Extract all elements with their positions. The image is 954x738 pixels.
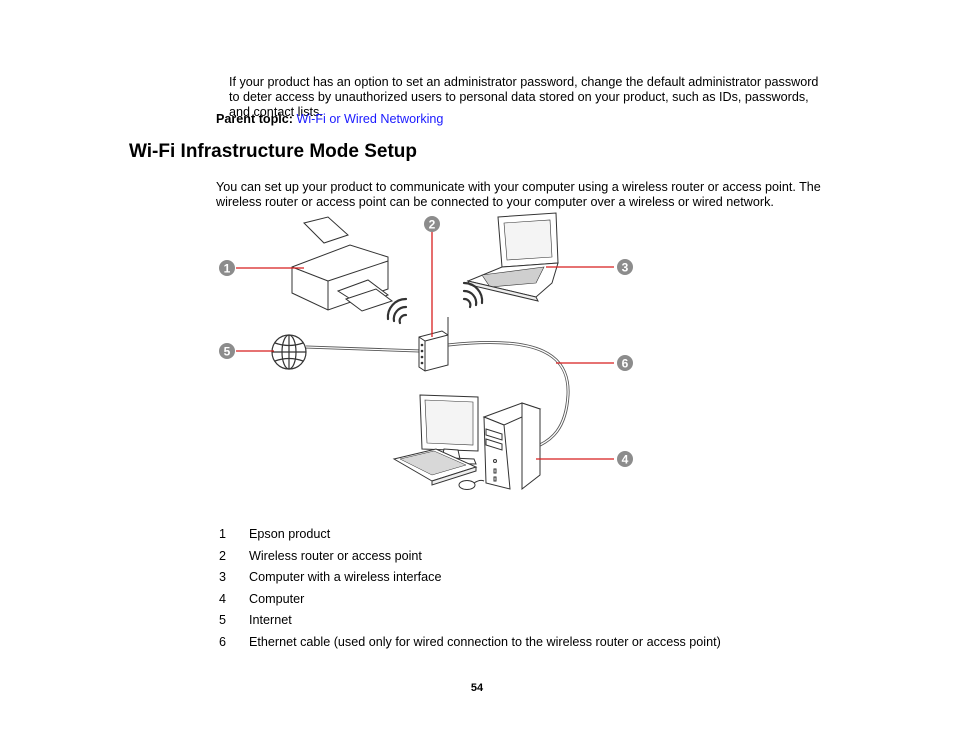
intro-paragraph: If your product has an option to set an … bbox=[229, 74, 819, 119]
printer-icon bbox=[291, 216, 394, 312]
callout-5: 5 bbox=[219, 343, 235, 359]
legend-number: 6 bbox=[219, 634, 227, 649]
legend-item: 6 Ethernet cable (used only for wired con… bbox=[219, 635, 721, 657]
callout-3: 3 bbox=[617, 259, 633, 275]
globe-icon bbox=[271, 334, 307, 370]
callout-6: 6 bbox=[617, 355, 633, 371]
page-number: 54 bbox=[470, 682, 484, 694]
svg-text:4: 4 bbox=[622, 453, 629, 467]
legend-number: 3 bbox=[219, 570, 227, 584]
svg-text:2: 2 bbox=[429, 218, 436, 232]
parent-topic: Parent topic: Wi-Fi or Wired Networking bbox=[216, 112, 443, 127]
wifi-signal-icon bbox=[386, 297, 408, 325]
laptop-icon bbox=[466, 212, 559, 302]
callout-1: 1 bbox=[219, 260, 235, 276]
parent-topic-label: Parent topic: bbox=[216, 112, 293, 126]
diagram-legend: 1 Epson product 2 Wireless router or acces… bbox=[219, 527, 721, 656]
parent-topic-link[interactable]: Wi-Fi or Wired Networking bbox=[296, 112, 444, 126]
network-diagram: 1 2 3 4 5 6 bbox=[219, 212, 633, 491]
computer-tower-icon bbox=[482, 402, 542, 491]
legend-item: 3 Computer with a wireless interface bbox=[219, 570, 721, 592]
keyboard-icon bbox=[392, 448, 478, 486]
legend-number: 2 bbox=[219, 548, 227, 563]
svg-text:3: 3 bbox=[622, 261, 629, 275]
svg-text:6: 6 bbox=[622, 357, 629, 371]
legend-item: 1 Epson product bbox=[219, 527, 721, 549]
section-title: Wi-Fi Infrastructure Mode Setup bbox=[129, 141, 418, 162]
legend-text: Wireless router or access point bbox=[249, 548, 422, 563]
legend-number: 4 bbox=[219, 591, 227, 606]
mouse-icon bbox=[458, 479, 485, 490]
legend-item: 2 Wireless router or access point bbox=[219, 549, 721, 571]
wifi-signal-icon bbox=[462, 281, 484, 309]
legend-text: Internet bbox=[249, 613, 292, 627]
legend-number: 1 bbox=[219, 527, 227, 541]
legend-item: 5 Internet bbox=[219, 613, 721, 635]
router-icon bbox=[418, 317, 449, 372]
section-description: You can set up your product to communica… bbox=[216, 179, 821, 209]
callout-2: 2 bbox=[424, 216, 440, 232]
callout-4: 4 bbox=[617, 451, 633, 467]
svg-text:1: 1 bbox=[224, 262, 231, 276]
legend-item: 4 Computer bbox=[219, 592, 721, 614]
svg-text:5: 5 bbox=[224, 345, 231, 359]
legend-text: Ethernet cable (used only for wired conn… bbox=[249, 634, 721, 649]
legend-number: 5 bbox=[219, 613, 227, 627]
legend-text: Computer with a wireless interface bbox=[249, 570, 442, 584]
legend-text: Epson product bbox=[249, 527, 331, 541]
desktop-monitor-icon bbox=[419, 394, 479, 465]
legend-text: Computer bbox=[249, 591, 305, 606]
